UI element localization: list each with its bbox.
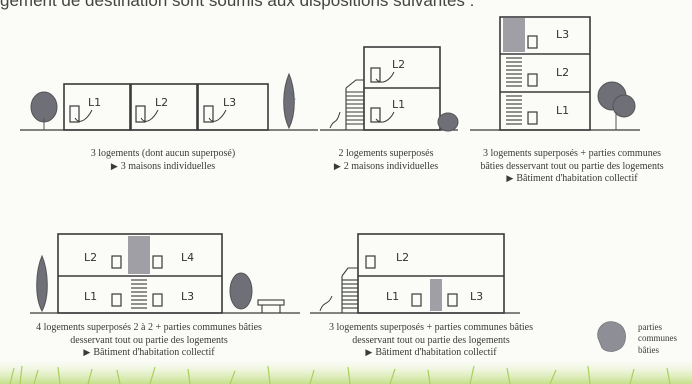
caption-3: 3 logements superposés + parties commune… <box>480 148 664 184</box>
unit-label: L1 <box>88 96 101 109</box>
caption-5: 3 logements superposés + parties commune… <box>329 322 533 358</box>
unit-label: L1 <box>392 98 405 111</box>
arrow-icon: ▶ <box>365 347 373 357</box>
exterior-stair <box>341 267 358 313</box>
common-area <box>128 236 150 274</box>
bench-icon <box>257 299 285 313</box>
arrow-icon: ▶ <box>333 160 341 171</box>
grass-band <box>0 360 692 384</box>
grass-blades <box>9 365 671 384</box>
unit-label: L2 <box>396 251 409 264</box>
diagram-3: L3 L2 L1 <box>470 16 640 131</box>
diagram-5: L2 L1 L3 <box>310 233 520 314</box>
arrow-icon: ▶ <box>110 160 118 171</box>
exterior-stair <box>345 79 365 130</box>
house-3 <box>197 83 269 131</box>
building-3 <box>499 16 591 131</box>
caption-1: 3 logements (dont aucun superposé) ▶3 ma… <box>90 148 236 172</box>
bush-icon <box>437 112 459 132</box>
arrow-icon: ▶ <box>506 173 514 183</box>
tree-icon <box>597 81 636 130</box>
building-4 <box>57 233 223 314</box>
house-2 <box>130 83 198 131</box>
legend-swatch <box>597 321 626 352</box>
unit-label: L4 <box>181 251 194 264</box>
cypress-icon <box>36 254 48 313</box>
unit-label: L1 <box>84 290 97 303</box>
unit-label: L2 <box>556 66 569 79</box>
caption-4: 4 logements superposés 2 à 2 + parties c… <box>36 322 262 358</box>
unit-label: L3 <box>181 290 194 303</box>
common-stair <box>506 57 522 125</box>
common-parts-icon <box>597 321 626 352</box>
unit-label: L1 <box>556 104 569 117</box>
unit-label: L2 <box>155 96 168 109</box>
legend-text: parties communes bâties <box>638 322 677 355</box>
common-area <box>503 18 525 52</box>
tree-icon <box>30 91 58 130</box>
bush-icon <box>229 272 253 310</box>
unit-label: L3 <box>556 28 569 41</box>
unit-label: L2 <box>84 251 97 264</box>
unit-label: L2 <box>392 58 405 71</box>
common-area <box>430 279 442 311</box>
diagram-4: L2 L4 L1 L3 <box>30 233 300 314</box>
building-5 <box>357 233 505 314</box>
arrow-icon: ▶ <box>83 347 91 357</box>
caption-2: 2 logements superposés ▶2 maisons indivi… <box>333 148 439 172</box>
diagram-1: L1 L2 L3 <box>20 72 318 131</box>
common-stair <box>131 279 147 309</box>
unit-label: L1 <box>386 290 399 303</box>
unit-label: L3 <box>223 96 236 109</box>
diagram-2: L2 L1 <box>320 46 459 132</box>
house-1 <box>63 83 131 131</box>
intro-text: gement de destination sont soumis aux di… <box>0 0 475 10</box>
unit-label: L3 <box>470 290 483 303</box>
cypress-icon <box>283 72 295 130</box>
